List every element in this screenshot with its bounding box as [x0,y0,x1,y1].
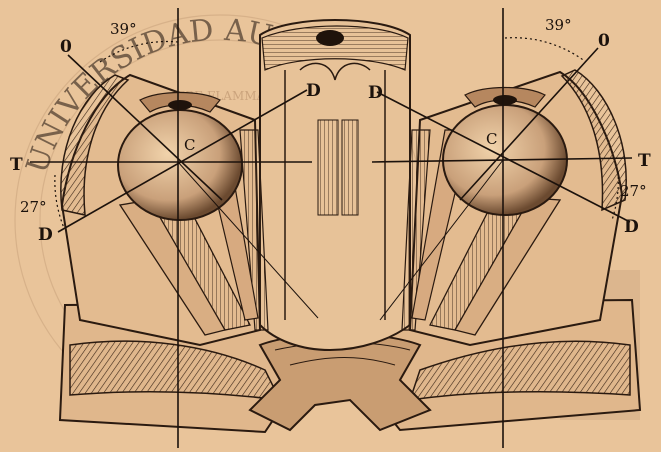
d-label-bottom-left: D [38,225,53,245]
t-label-right: T [638,151,651,171]
nasal-septum [260,20,410,350]
d-label-top-left: D [306,81,321,101]
d-label-bottom-right: D [624,217,639,237]
left-orbit [61,75,268,345]
angle-label-side-left: 27° [20,198,47,216]
c-label-right: C [486,130,497,148]
t-label-left: T [10,155,23,175]
left-eyeball [118,110,242,220]
angle-label-side-right: 27° [620,182,647,200]
c-label-left: C [184,136,195,154]
angle-label-top-left: 39° [110,20,137,38]
o-label-right: 0 [598,31,610,51]
angle-label-top-right: 39° [545,16,572,34]
o-label-left: 0 [60,37,72,57]
d-label-top-right: D [368,83,383,103]
